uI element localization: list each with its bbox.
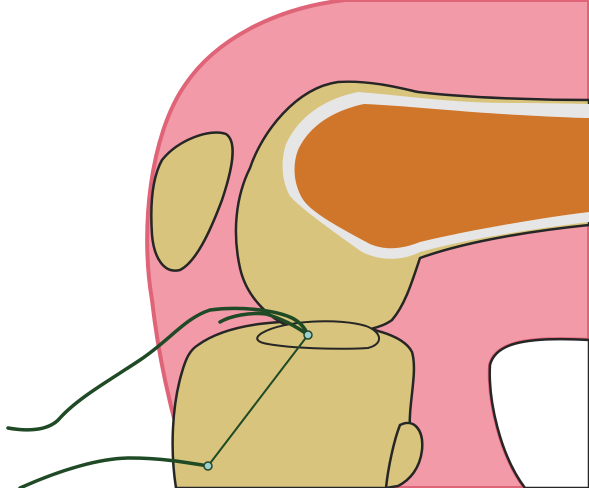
lower-nerve-marker bbox=[204, 462, 212, 470]
upper-nerve-marker bbox=[304, 331, 312, 339]
